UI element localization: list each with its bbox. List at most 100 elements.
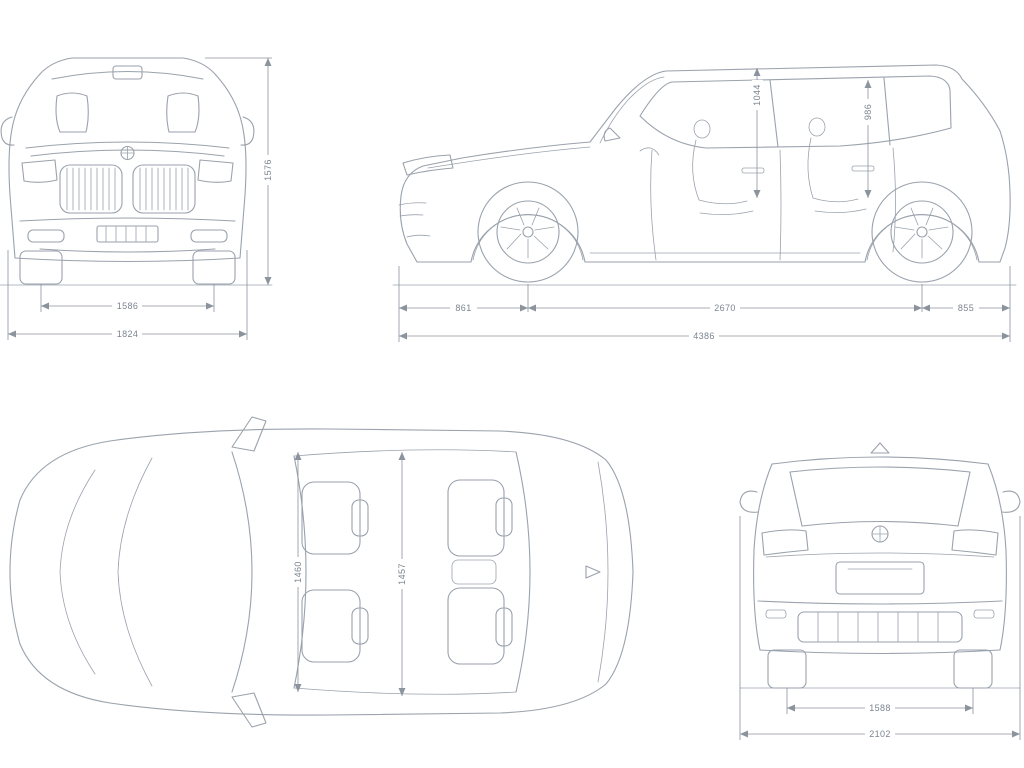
dim-label-front-interior-width: 1460 [293,561,303,583]
front-mirror-left [0,116,15,146]
top-mirror-upper [231,416,267,452]
front-center-intake-slats [105,225,147,243]
front-headrest-passenger [351,607,369,645]
rearview-mirror [112,65,143,80]
front-door-edge [650,149,657,261]
front-view [0,57,273,286]
front-tire [477,181,579,283]
dim-label-width-mirrors: 2102 [869,729,891,739]
dim-label-rear-interior-width: 1457 [397,563,407,585]
rear-center-armrest [451,559,497,585]
antenna-fin [585,565,601,579]
front-wheel-right [192,250,236,285]
front-seat-right [166,92,200,133]
top-view [9,416,634,728]
kidney-grille-left [59,164,123,214]
side-view-dimensions: 1044 986 861 2670 855 4386 [398,68,1011,342]
dim-label-rear-overhang: 855 [958,303,974,313]
dim-label-front-height: 1576 [263,159,273,181]
rear-seat-right [447,587,505,665]
front-view-dimensions: 1576 1586 1824 [7,57,274,340]
rear-mirror-left [739,490,759,513]
c-pillar [883,77,891,146]
dim-label-bg [865,703,895,714]
front-seat-back [692,139,748,205]
front-roof-inner-line [51,70,204,80]
dim-label-rear-track: 1588 [869,703,891,713]
front-cowl-line [25,141,230,149]
top-body-outline [9,428,634,716]
rear-diffuser [797,611,963,643]
tailgate-crease [765,552,995,558]
roof-bottom-edge [293,687,517,695]
dim-label-bg [450,303,477,314]
front-mirror-right [240,116,255,146]
dim-label-bg [293,557,304,587]
tailgate-arc [597,461,609,683]
rear-seat-left [447,479,505,557]
windshield-arc [231,451,253,693]
dim-label-bg [752,80,763,110]
rear-seat-back [807,137,859,203]
taillight-left [761,529,809,556]
roof-top-edge [293,449,517,457]
dim-label-bg [112,301,142,312]
rear-tire [871,181,973,283]
bmw-logo-cross [120,146,135,160]
rear-seat-headrest [808,117,826,137]
rear-view [739,442,1021,689]
dim-label-front-overhang: 861 [455,303,471,313]
rear-door-edge [892,147,896,253]
dim-label-rear-headroom: 986 [863,104,873,120]
rear-wheel-right [953,649,993,689]
dim-label-bg [689,331,719,342]
front-seat-left [55,92,89,133]
hood-contour-line [117,457,153,687]
rear-hub [916,226,928,238]
rear-window-arc [515,451,531,693]
rear-reflector-left [765,609,787,619]
side-mirror [603,127,621,142]
front-wheel-spokes [500,207,555,259]
rear-body-bottom [759,649,1001,655]
rear-seat-cushion [814,208,867,213]
license-plate-recess [835,561,925,595]
rear-diffuser-slats [817,611,939,643]
front-seat-cushion [699,210,754,215]
door-split-line [779,149,782,261]
rear-body-side-left [753,463,773,651]
front-fender-lip [472,214,584,261]
rear-rim [890,200,954,264]
rear-fender-lip [866,214,978,261]
top-mirror-lower [231,692,267,728]
front-rim [496,200,560,264]
front-bumper-details [398,202,431,238]
front-seat-driver [301,481,361,555]
hood-cut-line [427,146,591,169]
grille-left-slats [66,167,116,211]
rear-antenna-fin [870,442,890,454]
front-center-intake [96,225,159,243]
front-side-intake-left [27,229,65,243]
front-seat-passenger [301,589,361,663]
rear-roof-line [771,456,989,465]
dim-label-bg [263,155,274,185]
front-wheel-left [19,250,63,285]
top-view-dimensions: 1460 1457 [293,452,408,696]
front-hub [522,226,534,238]
front-bumper-bottom [14,257,241,263]
rear-body-side-right [987,463,1007,651]
dim-label-front-headroom: 1044 [752,84,762,106]
front-seat-headrest [693,119,711,139]
grille-right-slats [139,167,189,211]
door-handle-front [741,167,765,174]
dim-label-bg [112,329,142,340]
dim-label-front-track: 1586 [117,301,139,311]
rear-wheel-spokes [894,207,949,259]
dim-label-bg [865,729,895,740]
rear-reflector-right [973,609,995,619]
rear-bumper-top [757,600,1003,605]
rear-wheel-left [767,649,807,689]
